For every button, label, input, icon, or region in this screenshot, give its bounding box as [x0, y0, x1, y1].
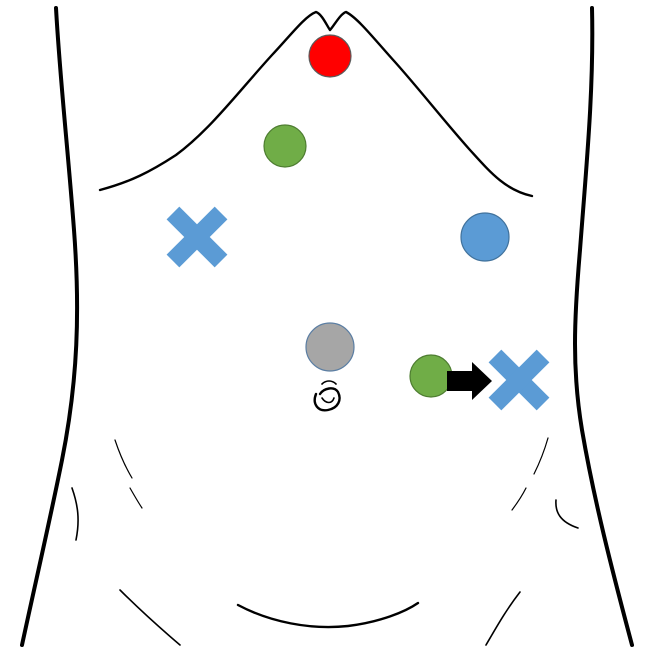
green-port-circle-lower-left [410, 355, 452, 397]
left-oblique-line-b [130, 488, 142, 508]
green-port-circle-upper [264, 125, 306, 167]
right-lower-contour [556, 500, 578, 528]
right-oblique-line-b [512, 488, 526, 510]
right-inguinal-line [486, 592, 520, 645]
right-oblique-line-a [534, 438, 548, 474]
umbilicus [315, 381, 340, 410]
left-oblique-line-a [115, 440, 132, 478]
right-flank-line [575, 8, 632, 645]
left-inguinal-line [120, 590, 180, 645]
blue-x-right-upper [167, 207, 228, 268]
right-arrow-icon [447, 362, 492, 400]
relocation-arrow [447, 362, 492, 400]
red-port-circle [309, 35, 351, 77]
left-lower-contour [72, 488, 78, 540]
blue-port-circle-left [461, 213, 509, 261]
blue-x-left-lower [489, 350, 550, 411]
gray-port-circle-umbilical [306, 323, 354, 371]
left-flank-line [22, 8, 77, 645]
port-markers [167, 35, 550, 410]
lower-abdomen-curve [238, 603, 418, 627]
